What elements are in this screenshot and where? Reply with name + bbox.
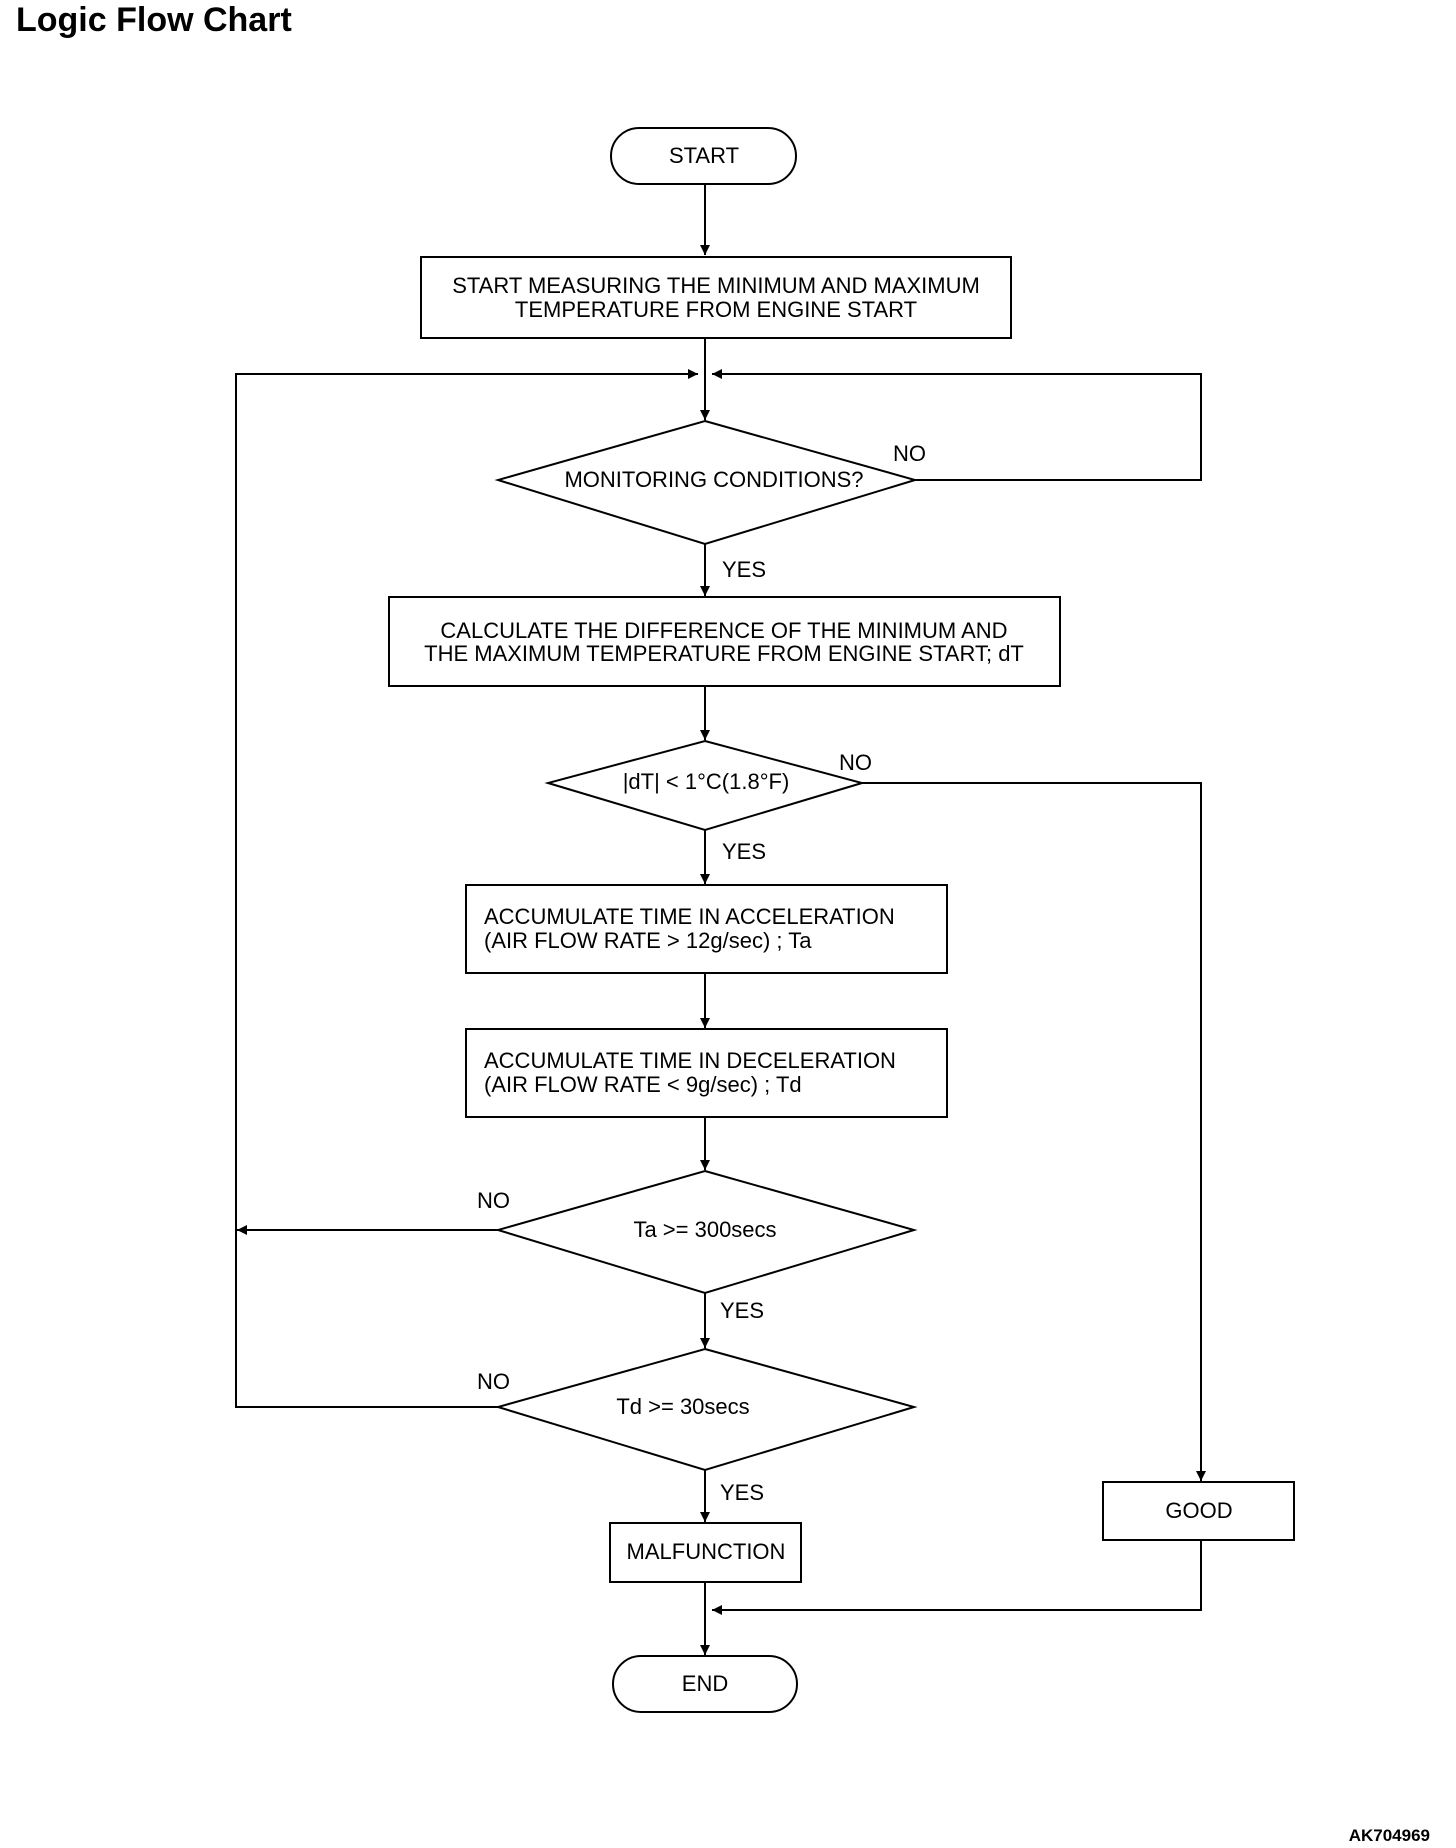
ta-yes-label: YES xyxy=(720,1298,764,1323)
connector-good-end xyxy=(712,1540,1202,1615)
dt-no-label: NO xyxy=(839,750,872,775)
measure-label-line1: START MEASURING THE MINIMUM AND MAXIMUM xyxy=(452,273,980,298)
monitoring-label: MONITORING CONDITIONS? xyxy=(564,467,863,492)
page-title: Logic Flow Chart xyxy=(16,1,292,39)
monitoring-no-label: NO xyxy=(893,441,926,466)
connector-monitoring-no-loop xyxy=(712,369,1202,481)
connector-tdcheck-no-loop xyxy=(235,369,698,1408)
calculate-label-line2: THE MAXIMUM TEMPERATURE FROM ENGINE STAR… xyxy=(424,641,1024,666)
decel-label-line2: (AIR FLOW RATE < 9g/sec) ; Td xyxy=(484,1072,802,1097)
end-label: END xyxy=(682,1671,728,1696)
calculate-process xyxy=(388,596,1061,687)
td-check-label: Td >= 30secs xyxy=(616,1394,749,1419)
accel-process xyxy=(465,884,948,974)
dt-yes-label: YES xyxy=(722,839,766,864)
measure-label-line2: TEMPERATURE FROM ENGINE START xyxy=(515,297,917,322)
start-terminal xyxy=(610,127,797,185)
ta-check-label: Ta >= 300secs xyxy=(633,1217,776,1242)
accel-label-line1: ACCUMULATE TIME IN ACCELERATION xyxy=(484,904,895,929)
monitoring-yes-label: YES xyxy=(722,557,766,582)
measure-process xyxy=(420,256,1012,339)
decel-label-line1: ACCUMULATE TIME IN DECELERATION xyxy=(484,1048,896,1073)
dt-check-label: |dT| < 1°C(1.8°F) xyxy=(623,769,790,794)
monitoring-decision xyxy=(494,419,919,546)
td-yes-label: YES xyxy=(720,1480,764,1505)
end-terminal xyxy=(612,1655,798,1713)
figure-id: AK704969 xyxy=(1348,1826,1430,1845)
decel-process xyxy=(465,1028,948,1118)
start-label: START xyxy=(669,143,739,168)
connector-dtcheck-no-good xyxy=(862,782,1206,1481)
dt-check-decision xyxy=(544,739,866,832)
malfunction-label: MALFUNCTION xyxy=(627,1539,786,1564)
td-check-decision xyxy=(494,1347,918,1472)
calculate-label-line1: CALCULATE THE DIFFERENCE OF THE MINIMUM … xyxy=(440,618,1007,643)
td-no-label: NO xyxy=(477,1369,510,1394)
good-process xyxy=(1102,1481,1295,1541)
malfunction-process xyxy=(609,1522,802,1583)
ta-no-label: NO xyxy=(477,1188,510,1213)
good-label: GOOD xyxy=(1165,1498,1232,1523)
accel-label-line2: (AIR FLOW RATE > 12g/sec) ; Ta xyxy=(484,928,812,953)
ta-check-decision xyxy=(494,1169,918,1295)
